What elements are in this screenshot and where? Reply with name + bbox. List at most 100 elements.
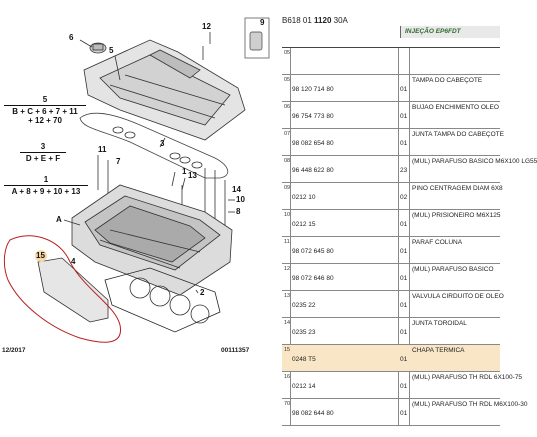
exploded-drawing: 9 12 6 5 3 1 7 11 13 10 8 14 A 2 4 15 5 … [0, 0, 270, 437]
row-description: (MUL) PARAFUSO BASICO [412, 266, 494, 273]
row-description: (MUL) PARAFUSO TH RDL 6X100-75 [412, 374, 523, 381]
date-stamp: 12/2017 [2, 347, 26, 354]
row-description: CHAPA TERMICA [412, 347, 465, 354]
row-position: 14 [284, 320, 291, 326]
formula-1-top: 1 [43, 175, 49, 184]
row-position: 05 [284, 77, 291, 83]
row-quantity: 01 [400, 329, 408, 336]
row-description: JUNTA TAMPA DO CABEÇOTE [412, 131, 504, 138]
row-part-number: 0235 23 [292, 329, 316, 336]
row-quantity: 01 [400, 383, 408, 390]
formula-5-top: 5 [42, 95, 48, 104]
row-position: 10 [284, 212, 291, 218]
row-position: 07 [284, 131, 291, 137]
row-quantity: 01 [400, 140, 408, 147]
heat-shield-shape [37, 257, 109, 323]
row-quantity: 01 [400, 248, 408, 255]
row-description: BUJAO ENCHIMENTO OLEO [412, 104, 499, 111]
row-part-number: 0212 15 [292, 221, 316, 228]
row-description: (MUL) PRISIONEIRO M6X125 [412, 212, 501, 219]
row-quantity: 01 [400, 113, 408, 120]
row-description: JUNTA TOROIDAL [412, 320, 467, 327]
callout-10[interactable]: 10 [236, 195, 245, 204]
table-row[interactable]: 05 [282, 48, 500, 75]
row-part-number: 98 072 646 80 [292, 275, 334, 282]
formula-group-5: 5 B + C + 6 + 7 + 11 + 12 + 70 [4, 95, 86, 125]
row-quantity: 01 [400, 86, 408, 93]
row-part-number: 0212 10 [292, 194, 316, 201]
row-part-number: 98 082 654 80 [292, 140, 334, 147]
formula-3-top: 3 [40, 142, 46, 151]
row-description: PINO CENTRAGEM DIAM 6X8 [412, 185, 503, 192]
row-quantity: 01 [400, 275, 408, 282]
callout-7[interactable]: 7 [116, 157, 121, 166]
catalog-code-bold: 1120 [314, 16, 332, 25]
row-quantity: 01 [400, 221, 408, 228]
formula-1-bottom: A + 8 + 9 + 10 + 13 [11, 187, 81, 196]
cylinder-head-illustration [3, 17, 270, 343]
callout-5[interactable]: 5 [109, 46, 114, 55]
row-position: 11 [284, 239, 290, 245]
row-description: PARAF COLUNA [412, 239, 463, 246]
formula-5-bottom2: + 12 + 70 [28, 116, 62, 125]
row-part-number: 98 082 644 80 [292, 410, 334, 417]
catalog-code-suffix: 30A [331, 16, 348, 25]
row-quantity: 02 [400, 194, 408, 201]
callout-11[interactable]: 11 [98, 145, 107, 154]
formula-5-bottom: B + C + 6 + 7 + 11 [12, 107, 78, 116]
row-description: VALVULA CIRDUITO DE OLEO [412, 293, 504, 300]
catalog-code: B618 01 1120 30A [282, 16, 348, 25]
row-position: 08 [284, 158, 291, 164]
row-quantity: 01 [400, 356, 408, 363]
row-position: 05 [284, 50, 291, 56]
row-quantity: 01 [400, 302, 408, 309]
cover-gasket-shape [79, 112, 229, 179]
callout-12[interactable]: 12 [202, 22, 211, 31]
row-part-number: 96 754 773 80 [292, 113, 334, 120]
callout-13[interactable]: 13 [188, 171, 197, 180]
callout-2[interactable]: 2 [200, 288, 205, 297]
row-part-number: 98 072 645 80 [292, 248, 334, 255]
formula-3-bottom: D + E + F [25, 154, 61, 163]
callout-1[interactable]: 1 [182, 167, 187, 176]
row-description: (MUL) PARAFUSO BASICO M6X100 LG55 [412, 158, 537, 165]
row-position: 15 [284, 347, 291, 353]
callout-8[interactable]: 8 [236, 207, 241, 216]
row-description: TAMPA DO CABEÇOTE [412, 77, 483, 84]
callout-A[interactable]: A [56, 215, 62, 224]
callout-15[interactable]: 15 [36, 251, 45, 260]
catalog-code-prefix: B618 01 [282, 16, 315, 25]
row-quantity: 23 [400, 167, 408, 174]
row-part-number: 0212 14 [292, 383, 316, 390]
row-part-number: 96 448 622 80 [292, 167, 334, 174]
drawing-reference: 00111357 [221, 347, 250, 354]
row-position: 09 [284, 185, 291, 191]
row-position: 06 [284, 104, 291, 110]
row-position: 70 [284, 401, 291, 407]
formula-group-3: 3 D + E + F [20, 142, 66, 163]
formula-group-1: 1 A + 8 + 9 + 10 + 13 [4, 175, 88, 196]
callout-4[interactable]: 4 [71, 257, 76, 266]
callout-14[interactable]: 14 [232, 185, 241, 194]
row-part-number: 98 120 714 80 [292, 86, 334, 93]
row-position: 16 [284, 374, 291, 380]
callout-9[interactable]: 9 [260, 18, 265, 27]
row-part-number: 0235 22 [292, 302, 316, 309]
callout-3[interactable]: 3 [160, 139, 165, 148]
callout-6[interactable]: 6 [69, 33, 74, 42]
